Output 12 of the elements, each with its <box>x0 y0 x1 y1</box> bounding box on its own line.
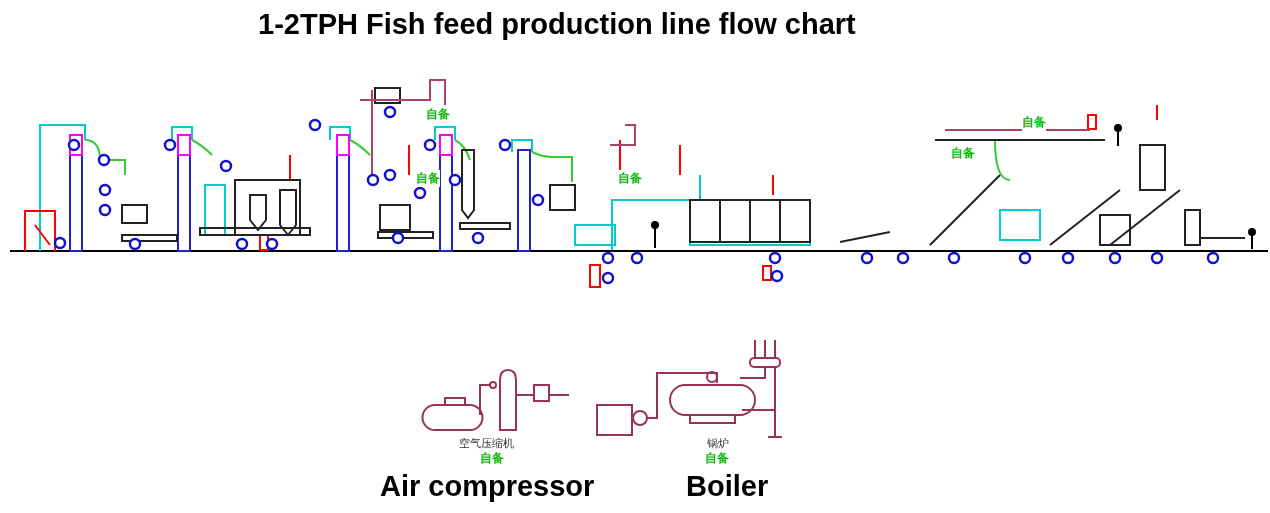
diagram-title: 1-2TPH Fish feed production line flow chart <box>258 8 856 41</box>
note-label: 自备 <box>416 170 440 187</box>
note-label: 自备 <box>951 145 975 162</box>
equipment-label: 空气压缩机 <box>459 436 514 451</box>
note-label: 自备 <box>618 170 642 187</box>
note-label: 自备 <box>426 106 450 123</box>
note-label: 自备 <box>480 450 504 467</box>
note-label: 自备 <box>705 450 729 467</box>
equipment-caption: Air compressor <box>380 470 595 503</box>
equipment-label: 锅炉 <box>707 436 729 451</box>
note-label: 自备 <box>1022 114 1046 131</box>
equipment-caption: Boiler <box>686 470 769 503</box>
